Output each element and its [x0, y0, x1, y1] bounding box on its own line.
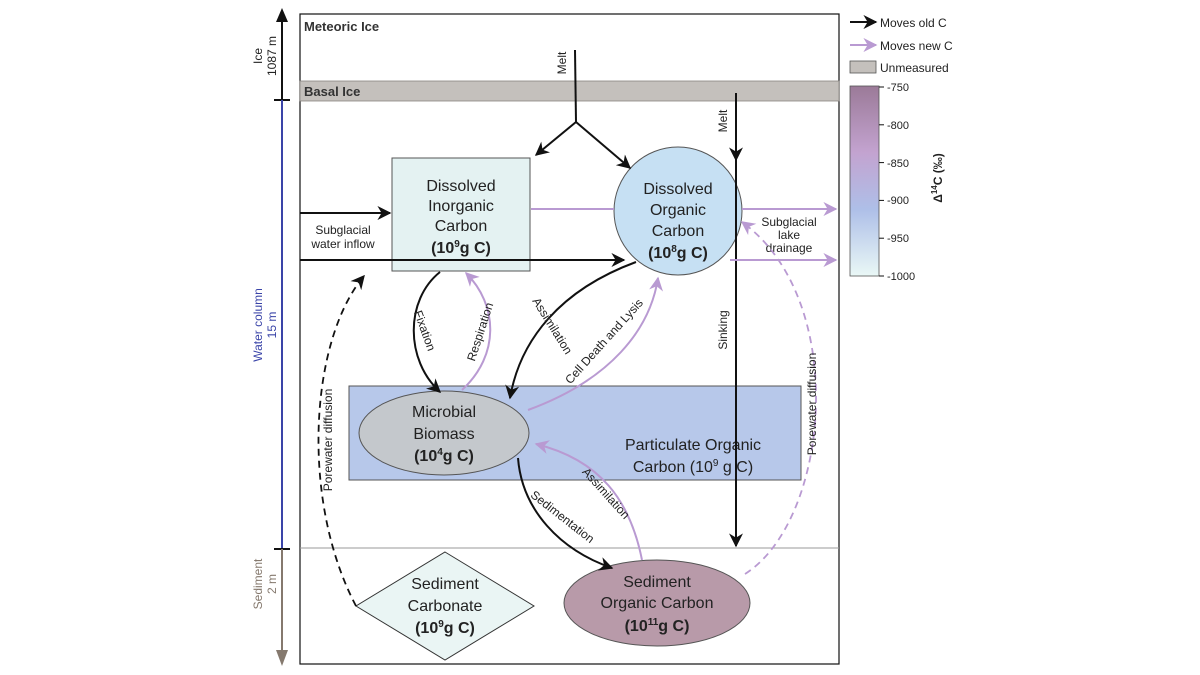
drainage-label-3: drainage	[766, 241, 813, 255]
dissolved-inorganic-carbon-box	[391, 157, 531, 272]
scale-tick-label: -1000	[887, 271, 915, 283]
melt-top-label: Melt	[555, 51, 569, 74]
poc-line1: Particulate Organic	[625, 437, 761, 454]
biomass-line2: Biomass	[413, 426, 474, 443]
legend-old-c-label: Moves old C	[880, 16, 947, 30]
subglacial-inflow-flow: Subglacial water inflow	[300, 206, 626, 267]
melt-right-flow: Melt	[716, 93, 743, 162]
diagram-frame	[299, 13, 840, 665]
water-column-label: Water column	[251, 288, 265, 362]
porewater-right-label: Porewater diffusion	[805, 353, 819, 456]
sed-carb-line1: Sediment	[411, 576, 479, 593]
dissolved-organic-carbon-circle	[613, 146, 743, 276]
basal-ice-label: Basal Ice	[304, 84, 360, 99]
melt-top-flow: Melt	[534, 49, 632, 169]
sed-carb-line2: Carbonate	[408, 598, 483, 615]
depth-axis: Ice 1087 m Water column 15 m Sediment 2 …	[251, 8, 290, 666]
legend-unmeasured-swatch	[849, 60, 877, 74]
porewater-left-flow: Porewater diffusion	[317, 274, 365, 607]
porewater-right-flow: Porewater diffusion	[740, 221, 819, 575]
inflow-label-1: Subglacial	[315, 223, 370, 237]
melt-to-doc-arrow	[575, 121, 632, 169]
sed-oc-line2: Organic Carbon	[601, 595, 714, 612]
sediment-axis-arrowhead	[276, 650, 288, 666]
doc-line2: Organic	[650, 202, 706, 219]
dic-mass: (109g C)	[431, 239, 491, 257]
scale-tick-label: -950	[887, 233, 909, 245]
biomass-line1: Microbial	[412, 404, 476, 421]
sediment-depth-label: 2 m	[265, 574, 279, 594]
scale-tick-label: -800	[887, 120, 909, 132]
sinking-flow: Sinking	[716, 160, 743, 548]
scale-tick-label: -850	[887, 158, 909, 170]
dic-line2: Inorganic	[428, 198, 494, 215]
dic-line1: Dissolved	[426, 178, 495, 195]
sediment-label: Sediment	[251, 558, 265, 609]
scale-ticks	[879, 86, 884, 277]
delta14c-color-scale	[849, 85, 880, 277]
legend-new-c-label: Moves new C	[880, 39, 953, 53]
doc-line1: Dissolved	[643, 181, 712, 198]
doc-line3: Carbon	[652, 223, 704, 240]
sed-carb-mass: (109g C)	[415, 619, 475, 637]
ice-axis-arrowhead	[276, 8, 288, 22]
scale-axis-label: Δ14C (‰)	[930, 153, 945, 203]
inflow-label-2: water inflow	[310, 237, 375, 251]
drainage-label-2: lake	[778, 228, 800, 242]
scale-tick-label: -900	[887, 195, 909, 207]
water-column-depth-label: 15 m	[265, 312, 279, 339]
drainage-label-1: Subglacial	[761, 215, 816, 229]
sinking-label: Sinking	[716, 310, 730, 349]
melt-right-label: Melt	[716, 109, 730, 132]
sediment-organic-carbon-ellipse	[563, 559, 751, 647]
microbial-biomass-ellipse	[358, 390, 530, 476]
porewater-left-label: Porewater diffusion	[321, 389, 335, 492]
melt-to-dic-arrow	[534, 121, 577, 156]
lake-drainage-flow: Subglacial lake drainage	[730, 202, 838, 267]
sed-oc-mass: (1011g C)	[625, 617, 690, 635]
biomass-mass: (104g C)	[414, 447, 474, 465]
ice-depth-label: 1087 m	[265, 36, 279, 76]
sediment-carbonate-diamond	[355, 551, 535, 661]
scale-tick-label: -750	[887, 82, 909, 94]
legend-unmeasured-label: Unmeasured	[880, 61, 949, 75]
dic-line3: Carbon	[435, 218, 487, 235]
legend: Moves old C Moves new C Unmeasured -750 …	[849, 15, 953, 283]
basal-ice-band	[299, 80, 840, 102]
sed-oc-line1: Sediment	[623, 574, 691, 591]
ice-label: Ice	[251, 48, 265, 64]
doc-mass: (108g C)	[648, 244, 708, 262]
meteoric-ice-label: Meteoric Ice	[304, 19, 379, 34]
